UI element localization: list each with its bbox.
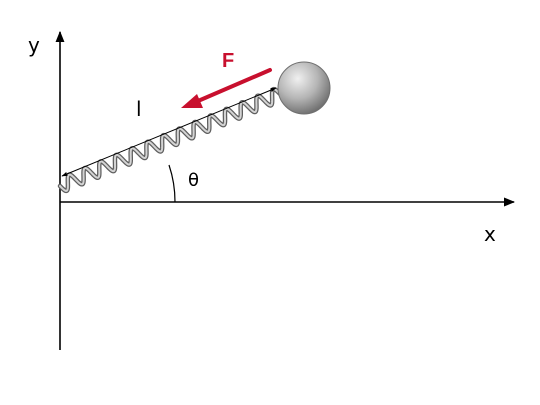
length-dimension-line <box>61 87 277 177</box>
force-arrow-shaft <box>196 68 272 103</box>
spring-coil-highlight <box>59 88 281 192</box>
force-arrow-icon <box>181 68 272 108</box>
length-label: l <box>136 97 142 121</box>
force-arrow-head <box>181 94 203 108</box>
force-label: F <box>222 50 234 72</box>
angle-label: θ <box>188 170 199 191</box>
x-axis-label: x <box>484 222 496 246</box>
spring-coil-icon <box>57 86 283 194</box>
y-axis-label: y <box>28 33 40 57</box>
mass-ball-icon <box>277 61 331 115</box>
angle-arc <box>168 164 176 203</box>
